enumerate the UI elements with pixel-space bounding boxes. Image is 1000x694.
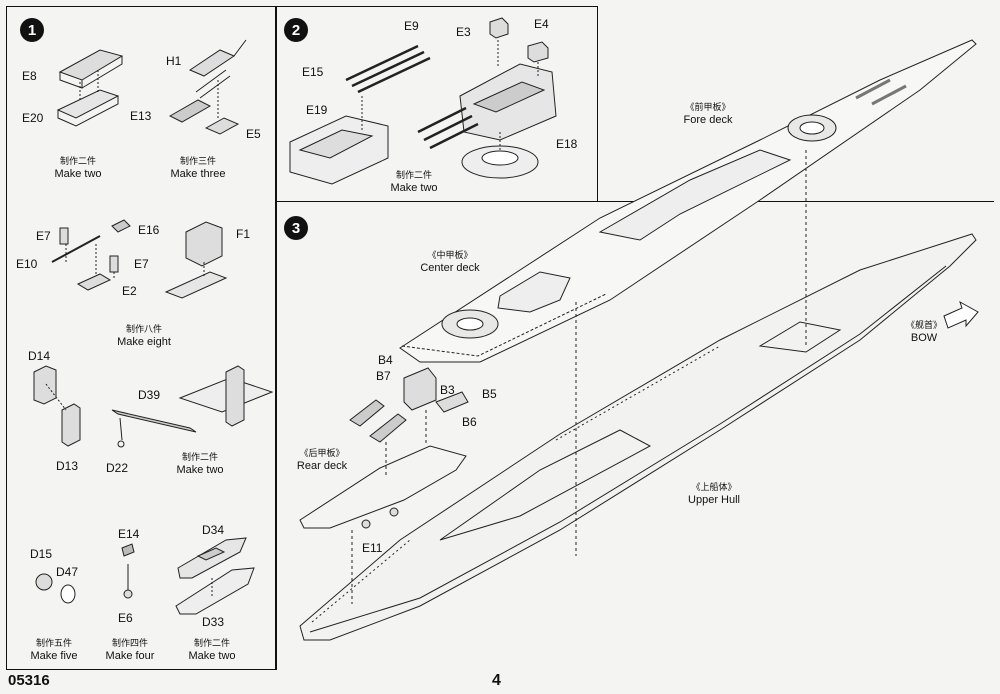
label-b3: B3 (440, 383, 455, 397)
label-e15: E15 (302, 65, 324, 79)
center-deck-part (441, 271, 571, 339)
label-b6: B6 (462, 415, 477, 429)
part-e14-assembly (121, 543, 135, 599)
label-e8: E8 (22, 69, 37, 83)
label-d15: D15 (30, 547, 53, 561)
label-center-deck: 《中甲板》Center deck (420, 251, 480, 274)
label-e18: E18 (556, 137, 578, 151)
part-d15-assembly (35, 573, 76, 604)
page-number: 4 (492, 672, 501, 689)
label-e14: E14 (118, 527, 140, 541)
step-2-badge: 2 (284, 18, 308, 42)
step-1-panel (6, 6, 276, 670)
label-e4: E4 (534, 17, 549, 31)
label-fore-deck: 《前甲板》Fore deck (683, 103, 733, 126)
label-e19: E19 (306, 103, 328, 117)
part-e10-assembly (51, 219, 131, 291)
label-h1: H1 (166, 54, 182, 68)
part-h1-assembly (168, 39, 247, 135)
kit-code: 05316 (8, 672, 50, 689)
label-upper-hull: 《上船体》Upper Hull (688, 483, 740, 506)
label-e6: E6 (118, 611, 133, 625)
label-d22: D22 (106, 461, 129, 475)
label-bow: 《舰首》BOW (905, 321, 943, 344)
bow-arrow (943, 300, 979, 329)
label-e3: E3 (456, 25, 471, 39)
label-e7-a: E7 (36, 229, 51, 243)
label-e16: E16 (138, 223, 160, 237)
part-f1-assembly (164, 221, 228, 299)
part-d14-assembly (33, 365, 125, 448)
label-d33: D33 (202, 615, 225, 629)
label-d34: D34 (202, 523, 225, 537)
assembly-guides (351, 150, 807, 604)
label-e11: E11 (362, 541, 383, 555)
label-d47: D47 (56, 565, 79, 579)
label-e10: E10 (16, 257, 38, 271)
step-1-badge: 1 (20, 18, 44, 42)
part-d34-assembly (175, 537, 255, 615)
label-e5: E5 (246, 127, 261, 141)
part-d39-assembly (111, 365, 274, 433)
label-d13: D13 (56, 459, 79, 473)
label-d39: D39 (138, 388, 161, 402)
label-d14: D14 (28, 349, 51, 363)
label-e7-b: E7 (134, 257, 149, 271)
label-e20: E20 (22, 111, 44, 125)
label-rear-deck: 《后甲板》Rear deck (296, 449, 348, 472)
label-b7: B7 (376, 369, 391, 383)
label-e2: E2 (122, 284, 137, 298)
part-e8-assembly (56, 49, 124, 127)
label-b5: B5 (482, 387, 497, 401)
label-f1: F1 (236, 227, 251, 241)
label-e13: E13 (130, 109, 152, 123)
label-e9: E9 (404, 19, 419, 33)
label-b4: B4 (378, 353, 393, 367)
step-3-badge: 3 (284, 216, 308, 240)
part-turret-assembly (289, 17, 557, 185)
rear-deck-part (299, 367, 469, 529)
upper-hull-part (299, 233, 977, 641)
